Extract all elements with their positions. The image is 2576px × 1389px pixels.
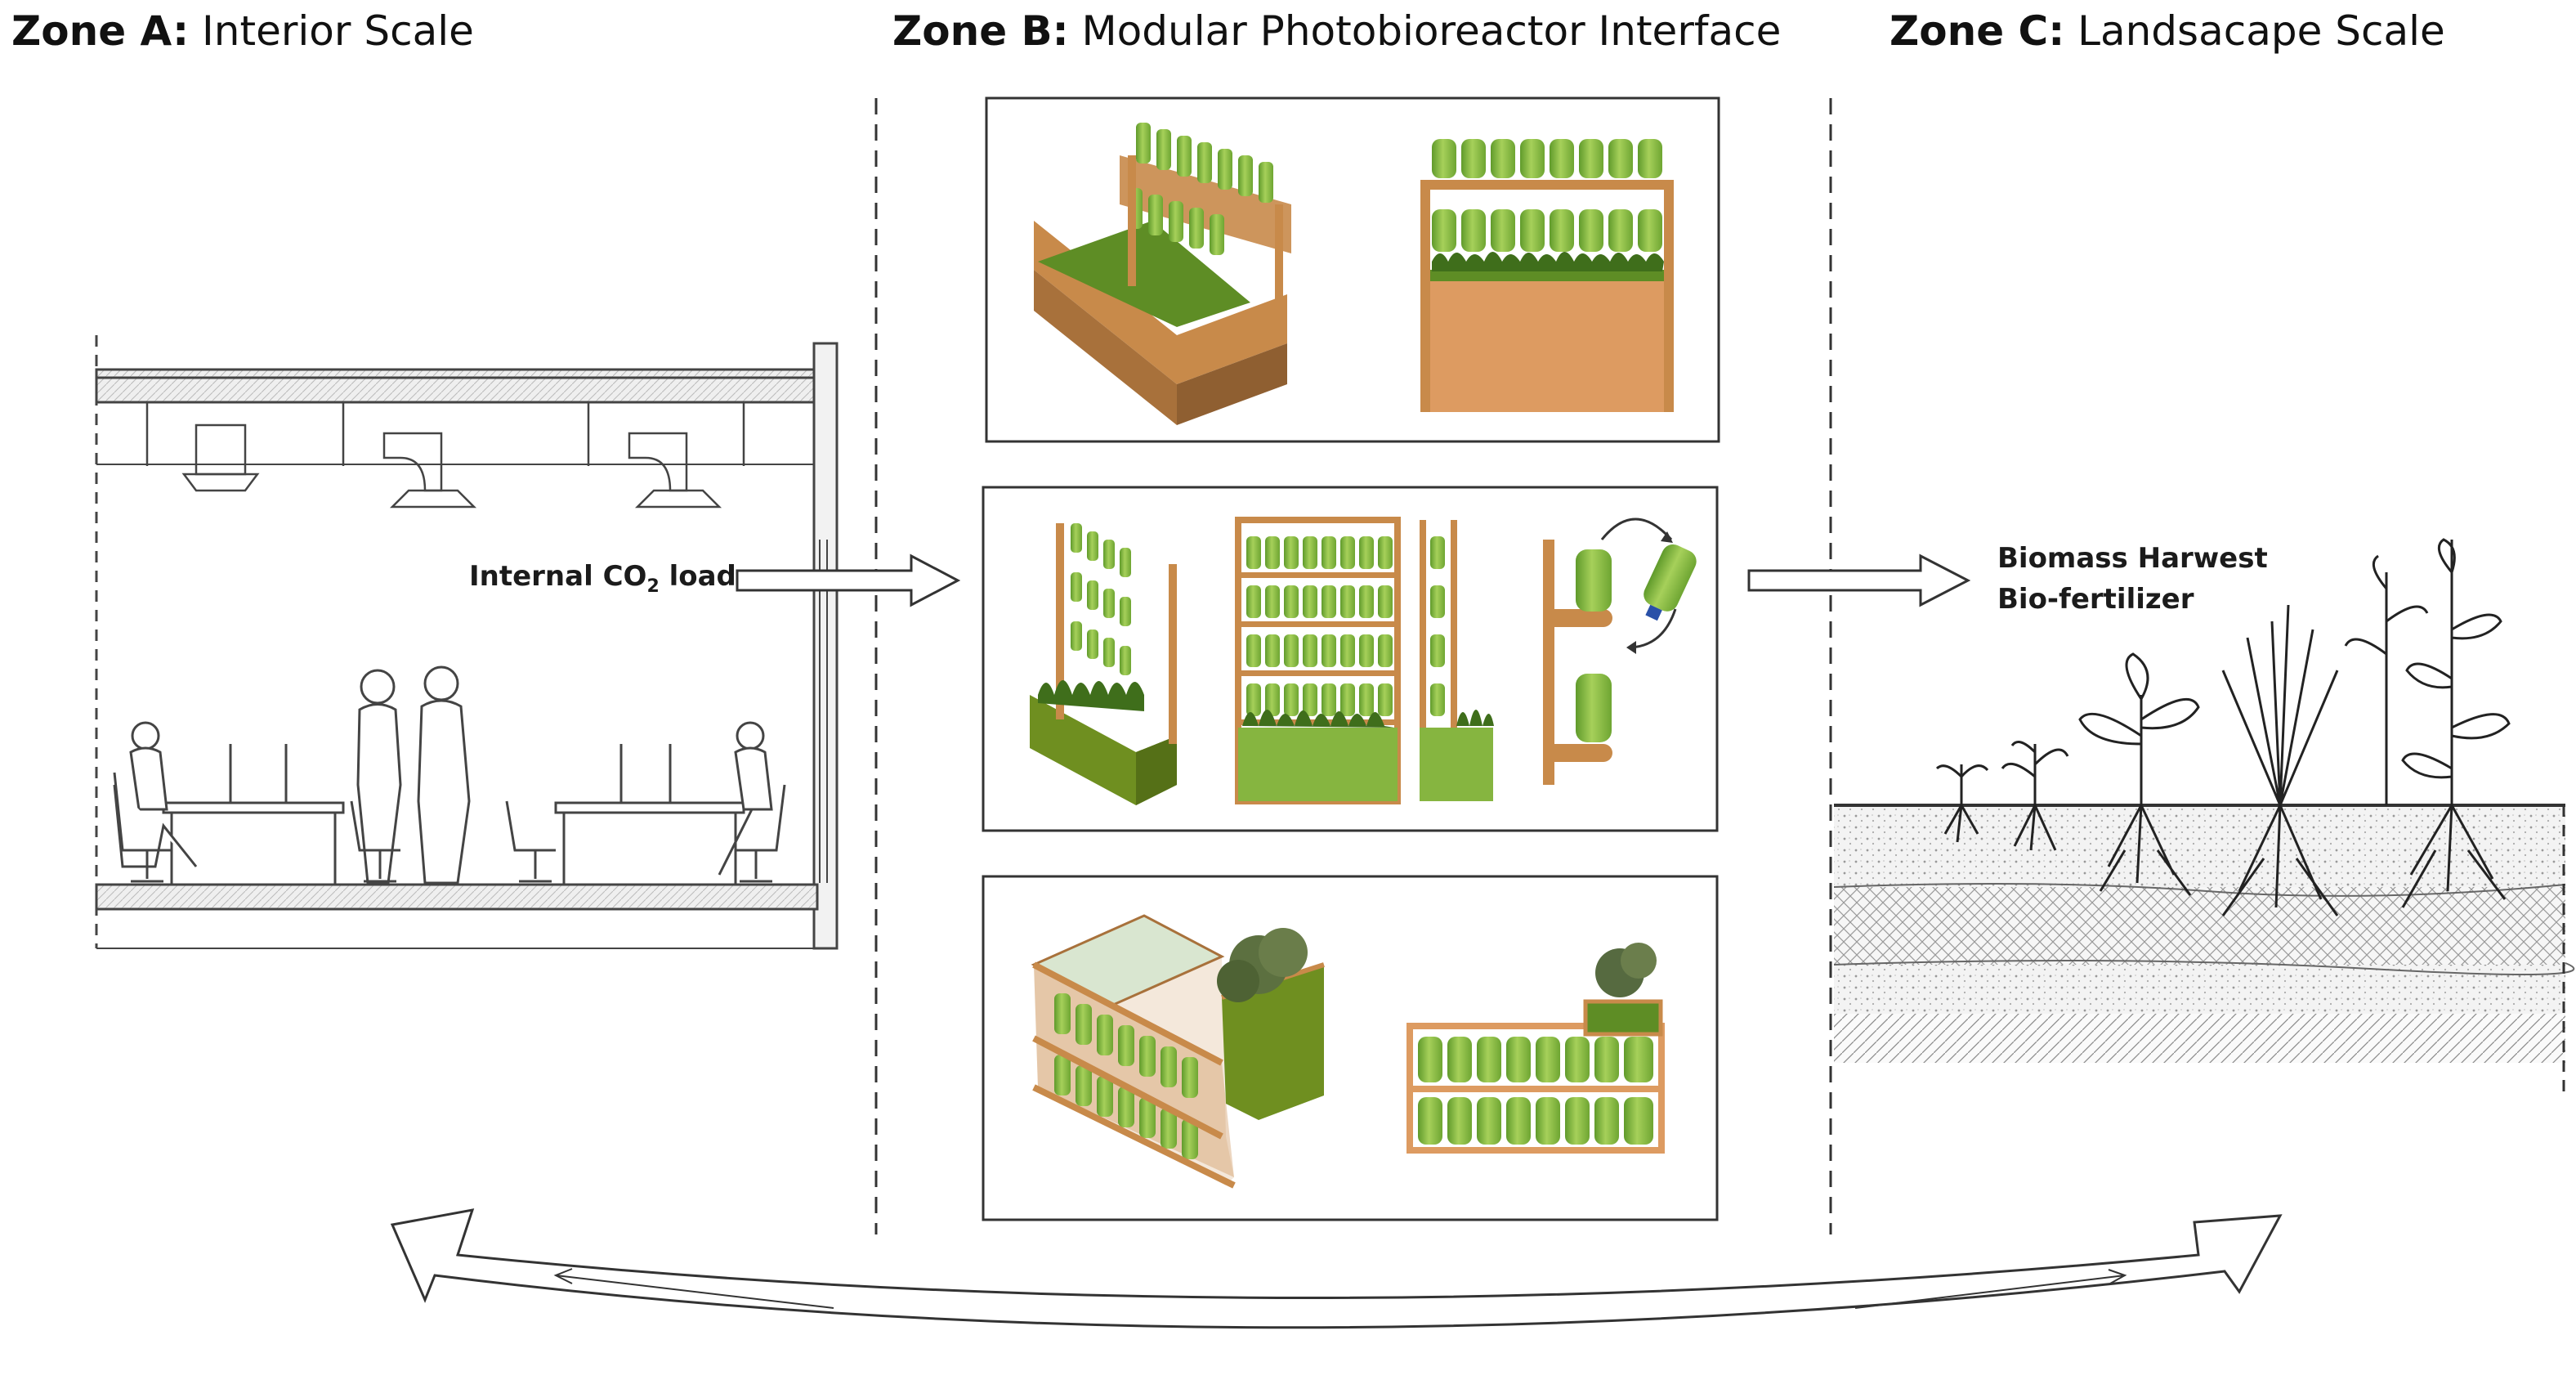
vertical-rack-icon <box>1030 523 1177 805</box>
biomass-arrow <box>1747 553 1971 607</box>
cycle-arrow-icon <box>390 1208 2283 1329</box>
zone-c-title: Zone C: Landsacape Scale <box>1890 7 2445 55</box>
office-chairs <box>113 772 786 883</box>
zone-b-title: Zone B: Modular Photobioreactor Interfac… <box>892 7 1782 55</box>
co2-load-label: Internal CO2 load <box>469 560 736 597</box>
shelf-unit-front-icon <box>1420 139 1674 412</box>
front-shelf-icon <box>1235 517 1494 804</box>
co2-arrow <box>736 553 961 607</box>
soil-section <box>1833 804 2575 1096</box>
greenhouse-bench-icon <box>1031 914 1325 1189</box>
zone-a-title: Zone A: Interior Scale <box>11 7 474 55</box>
photobioreactor-module-icon <box>1034 123 1291 425</box>
bio-fertilizer-label: Bio-fertilizer <box>1997 583 2194 616</box>
plant-roots-icon <box>1935 538 2511 916</box>
biomass-harvest-label: Biomass Harwest <box>1997 542 2268 575</box>
people-silhouettes <box>113 665 773 885</box>
planter-shelf-front-icon <box>1407 943 1665 1154</box>
office-section-icon <box>95 335 839 950</box>
wall-bottle-icon <box>1543 518 1697 785</box>
